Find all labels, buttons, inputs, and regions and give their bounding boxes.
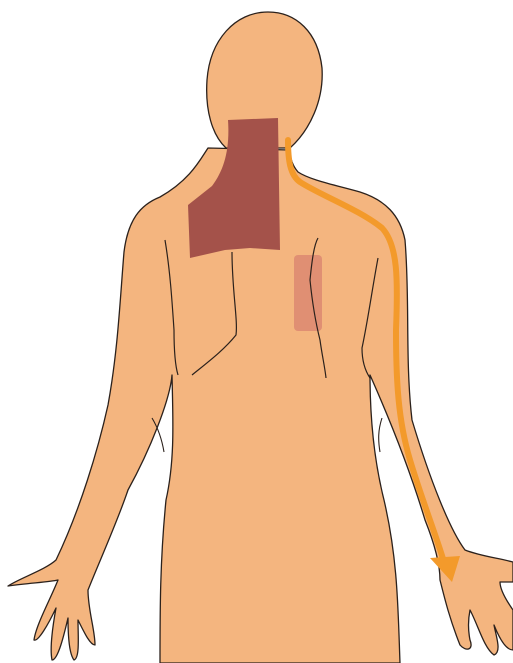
upper-back-pain-region xyxy=(294,255,322,331)
right-elbow-crease xyxy=(379,418,382,452)
